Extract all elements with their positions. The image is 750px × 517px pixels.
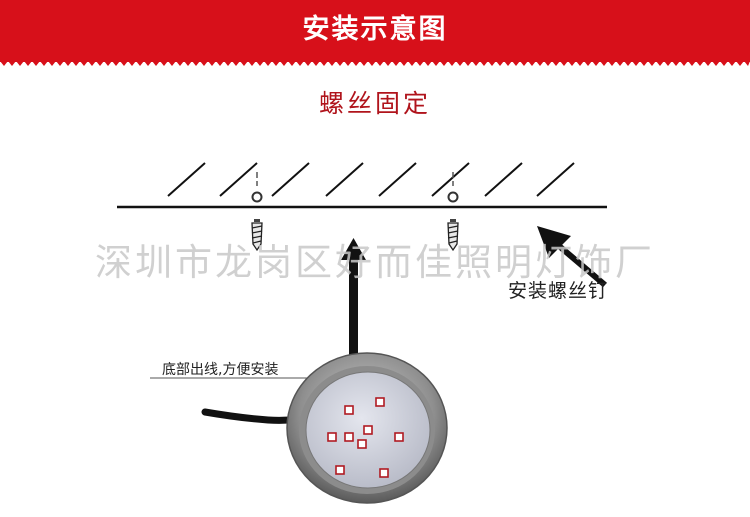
ceiling-hatch xyxy=(167,162,575,197)
section-title: 螺丝固定 xyxy=(318,89,431,118)
screw-icon xyxy=(447,172,459,252)
arrow-icon xyxy=(537,226,607,288)
banner-serration xyxy=(0,61,750,66)
header-banner: 安装示意图 xyxy=(0,0,750,62)
arrow-up-icon xyxy=(341,238,366,358)
screw-icon xyxy=(251,172,263,252)
page-title: 安装示意图 xyxy=(302,14,448,45)
led-panel-light xyxy=(286,352,448,504)
label-install-screw: 安装螺丝钉 xyxy=(508,280,609,302)
power-cable xyxy=(201,408,304,424)
label-bottom-cable: 底部出线,方便安装 xyxy=(162,362,279,378)
watermark: 深圳市龙岗区好而佳照明灯饰厂 xyxy=(95,241,655,284)
